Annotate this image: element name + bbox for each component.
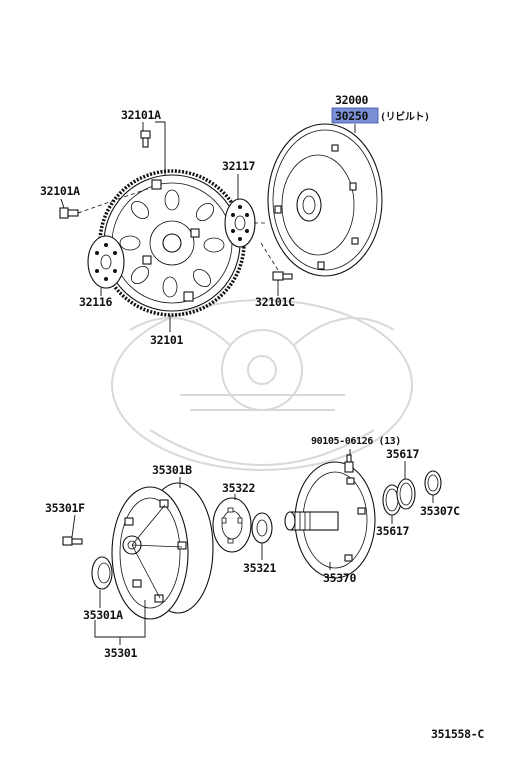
spacer-plate-32116[interactable]	[87, 235, 125, 289]
label-32101[interactable]: 32101	[150, 333, 184, 347]
label-32101a-left[interactable]: 32101A	[40, 184, 80, 198]
label-32116[interactable]: 32116	[79, 295, 113, 309]
label-35617-bottom[interactable]: 35617	[376, 524, 410, 538]
label-35321[interactable]: 35321	[243, 561, 277, 575]
seal-ring-35617-b[interactable]	[396, 478, 416, 510]
oil-pump-body-35301b[interactable]	[111, 482, 214, 620]
label-35301a[interactable]: 35301A	[83, 608, 123, 622]
label-30250-note: (リビルト)	[380, 110, 430, 123]
diagram-id: 351558-C	[431, 727, 484, 741]
label-35301f[interactable]: 35301F	[45, 501, 85, 515]
torque-converter-32000[interactable]	[267, 123, 383, 277]
leader-lines	[60, 121, 434, 645]
part-labels: 32000 30250 (リビルト) 32101A 32101A 32117 3…	[40, 93, 485, 741]
label-32117[interactable]: 32117	[222, 159, 256, 173]
part-highlight-30250	[331, 107, 379, 124]
label-32000[interactable]: 32000	[335, 93, 369, 107]
flexplate-32101[interactable]	[98, 169, 246, 317]
label-35301[interactable]: 35301	[104, 646, 138, 660]
bolt-32101a-top[interactable]	[140, 130, 151, 148]
label-32101a-top[interactable]: 32101A	[121, 108, 161, 122]
label-30250[interactable]: 30250	[335, 109, 369, 123]
stator-shaft-35370[interactable]	[284, 461, 376, 579]
bolt-32101c[interactable]	[272, 271, 293, 281]
bolt-90105-06126[interactable]	[344, 454, 354, 473]
driven-gear-35321[interactable]	[251, 512, 273, 544]
seal-ring-35307c[interactable]	[424, 470, 442, 496]
bolt-35301f[interactable]	[62, 536, 83, 546]
label-32101c[interactable]: 32101C	[255, 295, 295, 309]
label-35307c[interactable]: 35307C	[420, 504, 460, 518]
bolt-32101a-left[interactable]	[59, 207, 79, 219]
label-35617-top[interactable]: 35617	[386, 447, 420, 461]
drive-gear-35322[interactable]	[212, 497, 252, 553]
plate-32117[interactable]	[224, 198, 256, 248]
label-90105-06126[interactable]: 90105-06126 (13)	[311, 436, 401, 447]
label-35301b[interactable]: 35301B	[152, 463, 192, 477]
watermark-emblem	[111, 299, 413, 471]
label-35322[interactable]: 35322	[222, 481, 255, 495]
oil-seal-35301a[interactable]	[91, 556, 113, 590]
label-35370[interactable]: 35370	[323, 571, 357, 585]
